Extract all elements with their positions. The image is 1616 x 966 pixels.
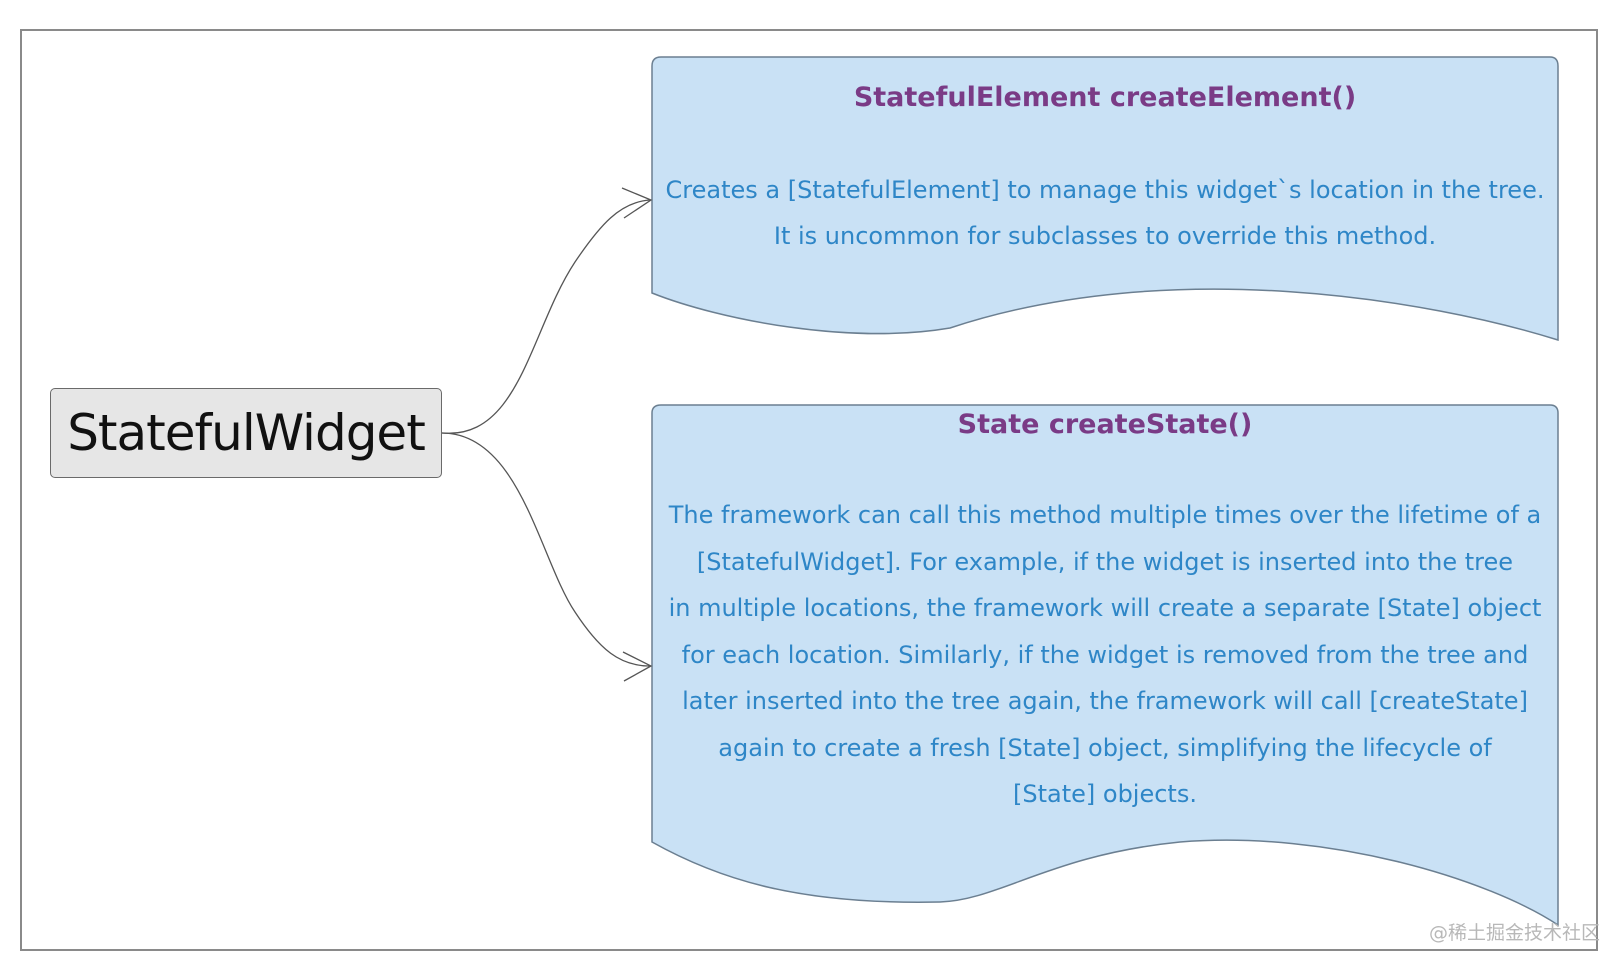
- arrowhead-create-state: [622, 651, 653, 682]
- stateful-widget-label: StatefulWidget: [67, 404, 426, 462]
- note-shape-create-element: [651, 56, 1559, 342]
- note-create-element: StatefulElement createElement() Creates …: [652, 82, 1558, 259]
- arrowhead-create-element: [621, 187, 653, 219]
- note-create-element-title: StatefulElement createElement(): [853, 82, 1357, 113]
- connector-to-create-state: [441, 432, 651, 667]
- note-create-element-body: Creates a [StatefulElement] to manage th…: [665, 176, 1545, 250]
- note-shape-create-state: [651, 404, 1559, 927]
- stateful-widget-node: StatefulWidget: [50, 388, 442, 478]
- watermark: @稀土掘金技术社区: [1428, 922, 1600, 944]
- connector-to-create-element: [441, 199, 651, 434]
- note-create-state-title: State createState(): [957, 409, 1253, 440]
- note-create-state: State createState() The framework can ca…: [652, 409, 1558, 818]
- note-create-state-body: The framework can call this method multi…: [668, 501, 1542, 808]
